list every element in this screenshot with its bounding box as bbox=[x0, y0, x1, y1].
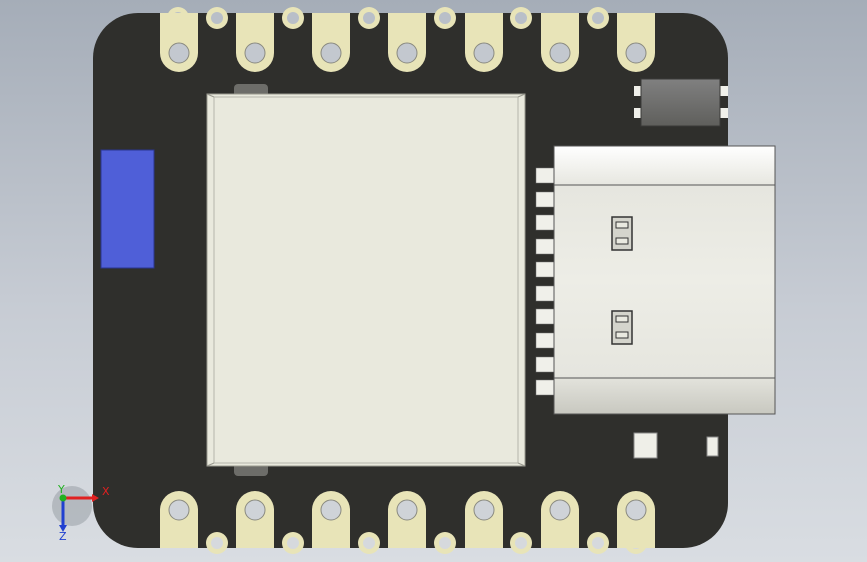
usb-pin-7 bbox=[535, 308, 555, 325]
usb-pin-4 bbox=[535, 238, 555, 255]
y-axis-dot bbox=[59, 494, 67, 502]
bottom-pad-1 bbox=[160, 491, 198, 548]
bottom-pad-7 bbox=[617, 491, 655, 548]
top-pad-4 bbox=[388, 13, 426, 72]
top-pad-6 bbox=[541, 13, 579, 72]
boot-button bbox=[100, 149, 155, 269]
bottom-pad-2 bbox=[236, 491, 274, 548]
bottom-pad-3 bbox=[312, 491, 350, 548]
rf-shield bbox=[206, 84, 526, 476]
bottom-pad-6 bbox=[541, 491, 579, 548]
bottom-pads bbox=[160, 491, 655, 548]
bottom-half-holes bbox=[206, 532, 647, 554]
usb-pins bbox=[535, 167, 555, 396]
top-pads bbox=[160, 13, 655, 72]
top-pad-7 bbox=[617, 13, 655, 72]
reset-pad bbox=[633, 432, 658, 459]
top-half-holes bbox=[167, 7, 609, 29]
x-axis-label: X bbox=[102, 485, 110, 498]
usb-pin-2 bbox=[535, 191, 555, 208]
usb-pin-1 bbox=[535, 167, 555, 184]
axis-triad bbox=[52, 486, 99, 532]
top-pad-1 bbox=[160, 13, 198, 72]
top-pad-2 bbox=[236, 13, 274, 72]
top-pad-5 bbox=[465, 13, 503, 72]
top-pad-3 bbox=[312, 13, 350, 72]
z-axis-label: Z bbox=[59, 530, 67, 543]
y-axis-label: Y bbox=[58, 483, 65, 496]
led-component bbox=[634, 78, 728, 127]
usb-pin-9 bbox=[535, 356, 555, 373]
small-pad bbox=[706, 436, 719, 457]
usb-pin-6 bbox=[535, 285, 555, 302]
bottom-pad-5 bbox=[465, 491, 503, 548]
usb-pin-8 bbox=[535, 332, 555, 349]
usb-pin-5 bbox=[535, 261, 555, 278]
bottom-pad-4 bbox=[388, 491, 426, 548]
usb-pin-3 bbox=[535, 214, 555, 231]
usb-c-connector bbox=[553, 145, 776, 415]
usb-pin-10 bbox=[535, 379, 555, 396]
